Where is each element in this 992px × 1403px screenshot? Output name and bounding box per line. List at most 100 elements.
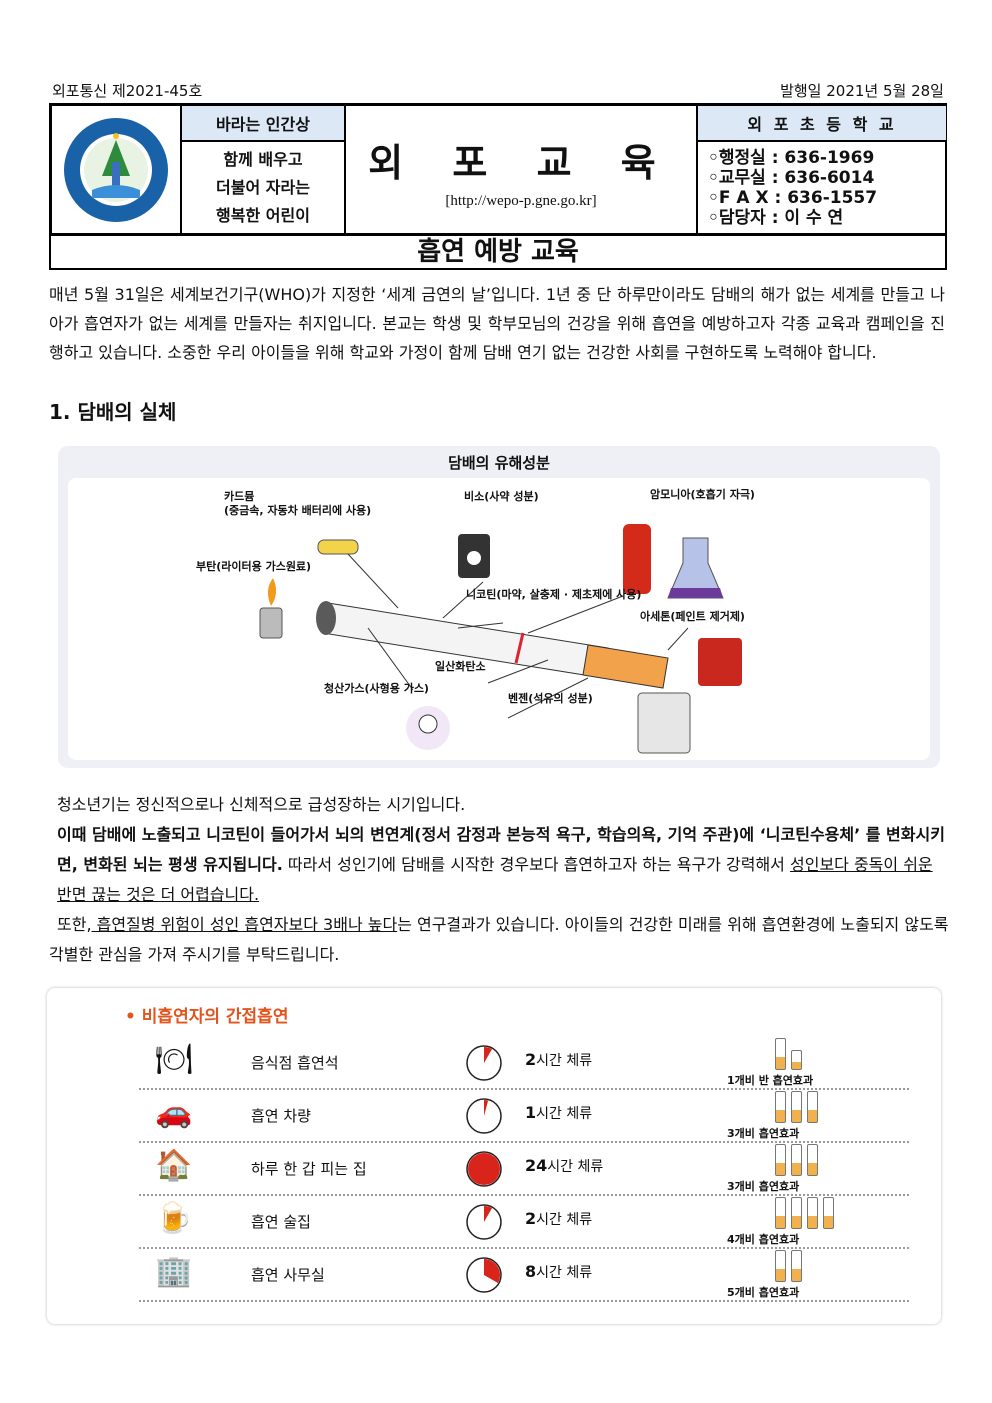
place-label: 흡연 사무실 <box>251 1266 325 1284</box>
cigarette-icon <box>775 1038 786 1070</box>
paragraph: 청소년기는 정신적으로나 신체적으로 급성장하는 시기입니다. <box>57 795 466 814</box>
clock-icon <box>466 1098 502 1134</box>
hours-unit: 시간 체류 <box>536 1265 593 1281</box>
spray-can-icon <box>623 524 651 594</box>
label-cadmium-note: (중금속, 자동차 배터리에 사용) <box>224 504 372 517</box>
cigarette-icon <box>775 1197 786 1229</box>
hours-unit: 시간 체류 <box>547 1159 604 1175</box>
motto-line: 더불어 자라는 <box>216 178 310 197</box>
school-logo <box>51 105 181 235</box>
publish-date: 발행일 2021년 5월 28일 <box>780 82 944 100</box>
smoke-row: 🏢 흡연 사무실 8시간 체류 5개비 흡연효과 <box>139 1248 909 1302</box>
clock-icon <box>466 1204 502 1240</box>
key-point: 이때 담배에 노출되고 니코틴이 들어가서 뇌의 변연계(정서 감정과 본능적 … <box>57 825 945 874</box>
section-heading: 1. 담배의 실체 <box>49 400 177 424</box>
cigarette-icon <box>807 1091 818 1123</box>
battery-icon <box>317 539 359 555</box>
harmful-ingredients-figure: 담배의 유해성분 카드뮴 <box>58 446 940 768</box>
paragraph-text: 따라서 성인기에 담배를 시작한 경우보다 흡연하고자 하는 욕구가 강력해서 <box>282 855 790 874</box>
emphasis-text: 흡연질병 위험이 성인 흡연자보다 3배나 높다 <box>91 915 398 934</box>
emphasis-text: 성인보다 중독이 쉬운 반면 끊는 것은 더 어렵습니다. <box>57 855 933 904</box>
figure-title: • 비흡연자의 간접흡연 <box>125 1007 289 1027</box>
place-label: 흡연 술집 <box>251 1213 311 1231</box>
hours-unit: 시간 체류 <box>536 1212 593 1228</box>
jerrycan-icon <box>637 692 691 754</box>
motto: 함께 배우고 더불어 자라는 행복한 어린이 <box>181 141 345 235</box>
stay-duration: 1시간 체류 <box>525 1103 592 1123</box>
smoking-effect: 1개비 반 흡연효과 <box>727 1074 814 1087</box>
cigarette-icon <box>791 1091 802 1123</box>
cigarette-icon <box>791 1144 802 1176</box>
contact-admin: ◦행정실 : 636-1969 <box>708 148 875 168</box>
stay-duration: 24시간 체류 <box>525 1156 603 1176</box>
clock-icon <box>466 1257 502 1293</box>
cigarette-icon <box>775 1250 786 1282</box>
beer-icon: 🍺 <box>155 1201 193 1236</box>
car-icon: 🚗 <box>155 1095 193 1130</box>
skull-icon <box>418 714 438 734</box>
hours-value: 2 <box>525 1050 537 1069</box>
cigarette-icon <box>791 1050 802 1070</box>
smoking-effect: 3개비 흡연효과 <box>727 1180 800 1193</box>
cigarette-icon <box>823 1197 834 1229</box>
figure-body: 카드뮴 (중금속, 자동차 배터리에 사용) 비소(사약 성분) 암모니아(호흡… <box>68 478 930 760</box>
office-icon: 🏢 <box>155 1254 193 1289</box>
hours-value: 1 <box>525 1103 537 1122</box>
smoke-row: 🍺 흡연 술집 2시간 체류 4개비 흡연효과 <box>139 1195 909 1249</box>
body-text: 청소년기는 정신적으로나 신체적으로 급성장하는 시기입니다. 이때 담배에 노… <box>49 790 949 970</box>
issue-number: 외포통신 제2021-45호 <box>52 82 203 100</box>
website-url[interactable]: [http://wepo-p.gne.go.kr] <box>445 193 597 209</box>
intro-paragraph: 매년 5월 31일은 세계보건기구(WHO)가 지정한 ‘세계 금연의 날’입니… <box>49 285 945 362</box>
newsletter-title: 외 포 교 육 <box>368 140 674 185</box>
motto-line: 행복한 어린이 <box>216 206 310 225</box>
smoking-effect: 3개비 흡연효과 <box>727 1127 800 1140</box>
clock-icon <box>466 1045 502 1081</box>
contact-fax: ◦F A X : 636-1557 <box>708 188 878 208</box>
smoking-effect: 4개비 흡연효과 <box>727 1233 800 1246</box>
masthead: 바라는 인간상 함께 배우고 더불어 자라는 행복한 어린이 외 포 교 육 [… <box>49 103 947 235</box>
lighter-icon <box>259 607 283 639</box>
contact-list: ◦행정실 : 636-1969 ◦교무실 : 636-6014 ◦F A X :… <box>697 141 947 235</box>
cigarette-icon <box>791 1250 802 1282</box>
cigarette-illustration <box>259 524 742 754</box>
hours-value: 24 <box>525 1156 548 1175</box>
dining-icon: 🍽 <box>155 1042 194 1077</box>
cigarette-icon <box>807 1144 818 1176</box>
label-hydrogen-cyanide: 청산가스(사형용 가스) <box>324 682 429 695</box>
label-acetone: 아세톤(페인트 제거제) <box>640 610 745 623</box>
label-carbon-monoxide: 일산화탄소 <box>435 660 486 673</box>
motto-line: 함께 배우고 <box>223 150 303 169</box>
label-butane: 부탄(라이터용 가스원료) <box>196 560 312 573</box>
contact-person: ◦담당자 : 이 수 연 <box>708 208 844 228</box>
page-title: 흡연 예방 교육 <box>49 234 947 270</box>
cigarette-icon <box>775 1091 786 1123</box>
school-name: 외 포 초 등 학 교 <box>697 105 947 141</box>
label-cadmium: 카드뮴 <box>224 490 255 503</box>
place-label: 하루 한 갑 피는 집 <box>251 1160 367 1178</box>
place-label: 흡연 차량 <box>251 1107 311 1125</box>
hours-unit: 시간 체류 <box>536 1106 593 1122</box>
hours-value: 8 <box>525 1262 537 1281</box>
stay-duration: 8시간 체류 <box>525 1262 592 1282</box>
label-ammonia: 암모니아(호흡기 자극) <box>650 488 755 501</box>
paragraph-text: 는 연구결과가 있습니다. 아이들의 건강한 미래를 위해 흡연환경에 노출되지… <box>49 915 949 964</box>
cigarette-icon <box>775 1144 786 1176</box>
stay-duration: 2시간 체류 <box>525 1050 592 1070</box>
label-arsenic: 비소(사약 성분) <box>464 490 539 503</box>
stay-duration: 2시간 체류 <box>525 1209 592 1229</box>
clock-icon <box>466 1151 502 1187</box>
figure-title: 담배의 유해성분 <box>448 454 550 472</box>
smoke-row: 🚗 흡연 차량 1시간 체류 3개비 흡연효과 <box>139 1089 909 1143</box>
newsletter-title-box: 외 포 교 육 [http://wepo-p.gne.go.kr] <box>345 105 697 235</box>
label-nicotine: 니코틴(마약, 살충제 · 제초제에 사용) <box>466 588 642 601</box>
paragraph-text: 또한, <box>57 915 92 934</box>
smoking-effect: 5개비 흡연효과 <box>727 1286 800 1299</box>
hours-unit: 시간 체류 <box>536 1053 593 1069</box>
cigarette-icon <box>807 1197 818 1229</box>
cigarette-icon <box>791 1197 802 1229</box>
contact-faculty: ◦교무실 : 636-6014 <box>708 168 875 188</box>
paint-can-icon <box>698 638 742 686</box>
